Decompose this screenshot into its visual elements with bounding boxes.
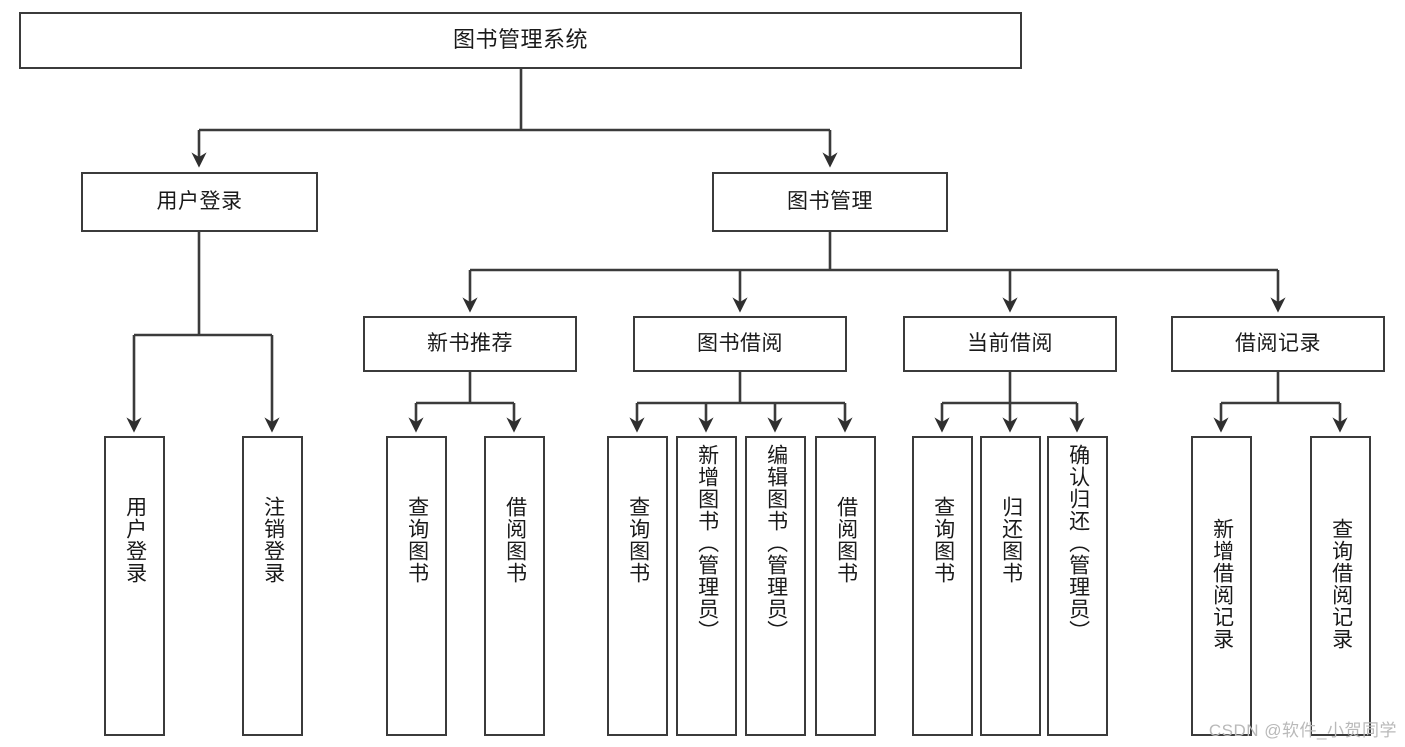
node-new-book-recommend[interactable]: 新书推荐 bbox=[363, 316, 577, 372]
node-leaf-query-book-1-label: 查询图书 bbox=[405, 496, 429, 584]
node-current-borrow[interactable]: 当前借阅 bbox=[903, 316, 1117, 372]
node-leaf-borrow-book-2[interactable]: 借阅图书 bbox=[815, 436, 876, 736]
node-leaf-query-record[interactable]: 查询借阅记录 bbox=[1310, 436, 1371, 736]
node-leaf-user-login[interactable]: 用户登录 bbox=[104, 436, 165, 736]
node-leaf-logout[interactable]: 注销登录 bbox=[242, 436, 303, 736]
node-leaf-add-record[interactable]: 新增借阅记录 bbox=[1191, 436, 1252, 736]
node-leaf-query-book-2-label: 查询图书 bbox=[626, 496, 650, 584]
node-leaf-query-book-1[interactable]: 查询图书 bbox=[386, 436, 447, 736]
node-book-borrow-label: 图书借阅 bbox=[697, 332, 783, 356]
node-leaf-return-book-label: 归还图书 bbox=[999, 496, 1023, 584]
node-leaf-borrow-book-2-label: 借阅图书 bbox=[834, 496, 858, 584]
node-user-login-label: 用户登录 bbox=[156, 190, 243, 214]
node-borrow-record-label: 借阅记录 bbox=[1235, 332, 1321, 356]
node-leaf-add-record-label: 新增借阅记录 bbox=[1210, 518, 1234, 650]
node-borrow-record[interactable]: 借阅记录 bbox=[1171, 316, 1385, 372]
node-book-management-label: 图书管理 bbox=[787, 190, 873, 214]
node-root-label: 图书管理系统 bbox=[452, 27, 588, 53]
node-leaf-edit-book-label: 编辑图书（管理员） bbox=[764, 444, 788, 642]
node-leaf-edit-book[interactable]: 编辑图书（管理员） bbox=[745, 436, 806, 736]
node-leaf-borrow-book-1-label: 借阅图书 bbox=[503, 496, 527, 584]
node-current-borrow-label: 当前借阅 bbox=[967, 332, 1053, 356]
node-leaf-query-book-3[interactable]: 查询图书 bbox=[912, 436, 973, 736]
node-book-borrow[interactable]: 图书借阅 bbox=[633, 316, 847, 372]
node-leaf-confirm-return[interactable]: 确认归还（管理员） bbox=[1047, 436, 1108, 736]
node-root[interactable]: 图书管理系统 bbox=[19, 12, 1022, 69]
node-leaf-query-record-label: 查询借阅记录 bbox=[1329, 518, 1353, 650]
node-new-book-recommend-label: 新书推荐 bbox=[427, 332, 513, 356]
node-leaf-add-book[interactable]: 新增图书（管理员） bbox=[676, 436, 737, 736]
csdn-watermark: CSDN @软件_小贺同学 bbox=[1208, 721, 1397, 740]
node-leaf-add-book-label: 新增图书（管理员） bbox=[695, 444, 719, 642]
node-book-management[interactable]: 图书管理 bbox=[712, 172, 948, 232]
node-leaf-user-login-label: 用户登录 bbox=[123, 496, 147, 584]
node-leaf-return-book[interactable]: 归还图书 bbox=[980, 436, 1041, 736]
node-leaf-confirm-return-label: 确认归还（管理员） bbox=[1066, 444, 1090, 642]
node-leaf-query-book-3-label: 查询图书 bbox=[931, 496, 955, 584]
node-user-login[interactable]: 用户登录 bbox=[81, 172, 318, 232]
node-leaf-borrow-book-1[interactable]: 借阅图书 bbox=[484, 436, 545, 736]
node-leaf-query-book-2[interactable]: 查询图书 bbox=[607, 436, 668, 736]
node-leaf-logout-label: 注销登录 bbox=[261, 496, 285, 584]
